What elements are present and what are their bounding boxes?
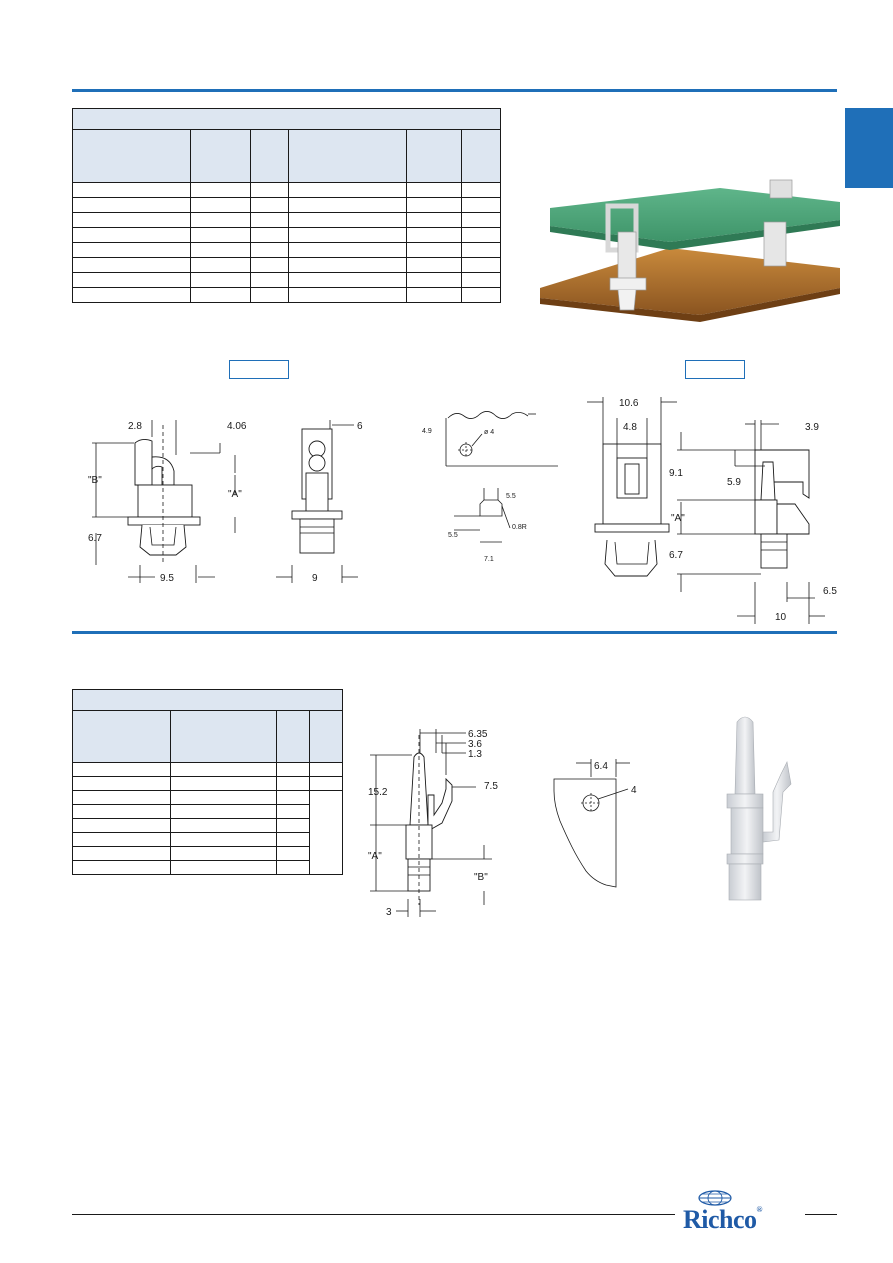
dim-label: 3.9 [805,422,819,433]
brand-reg-mark: ® [756,1205,763,1214]
side-tab-marker [845,108,893,188]
dim-label: 9 [312,573,318,584]
dim-label: 7.1 [484,556,494,563]
section2-top-rule [72,631,837,634]
drawing-label-box-left [229,360,289,379]
footer-rule-left [72,1214,675,1215]
dim-label: 6 [357,421,363,432]
section1-top-rule [72,89,837,92]
section1-spec-table [72,108,501,303]
table-row [72,762,343,777]
dim-label: "A" [671,513,685,524]
dim-label: 6.4 [594,761,608,772]
drawing-b-technical: 10.6 4.8 3.9 9.1 5.9 "A" 6.7 6.5 10 [587,397,837,624]
table-row [72,818,343,833]
drawing-c-technical: 6.35 3.6 1.3 7.5 15.2 "A" "B" 3 [368,729,498,918]
brand-name: Richco [683,1205,757,1234]
dim-label: ø 4 [484,429,494,436]
globe-icon [698,1190,732,1206]
dim-label: 2.8 [128,421,142,432]
dim-label: 6.7 [669,550,683,561]
table-row [72,804,343,819]
dim-label: 1.3 [468,749,482,760]
dim-label: 5.5 [448,532,458,539]
dim-label: 6.35 [468,729,488,740]
dim-label: 9.1 [669,468,683,479]
dim-label: 6.7 [88,533,102,544]
pcb-support-photo [540,179,840,322]
dim-label: 5.9 [727,477,741,488]
table-row [72,776,343,791]
dim-label: 10 [775,612,787,623]
dim-label: "B" [474,872,488,883]
dim-label: 6.5 [823,586,837,597]
table-row [72,846,343,861]
dim-label: 4.8 [623,422,637,433]
table-row [72,832,343,847]
table-row [72,860,343,875]
dim-label: 10.6 [619,398,639,409]
dim-label: 0.8R [512,524,527,531]
table-row [72,242,501,258]
dim-label: 4.06 [227,421,247,432]
dim-label: 3 [386,907,392,918]
dim-label: 7.5 [484,781,498,792]
table-row [72,257,501,273]
table-row [72,287,501,303]
brand-logo: Richco® [683,1205,763,1235]
panel-hole-drawing: 6.4 4 [553,759,637,888]
table-row [72,272,501,288]
footer-rule-right [805,1214,837,1215]
table-row [72,197,501,213]
dim-label: "B" [88,475,102,486]
dim-label: "A" [368,851,382,862]
dim-label: 9.5 [160,573,174,584]
table-row [72,182,501,198]
drawing-a-technical: 2.8 4.06 "B" "A" 6.7 9.5 6 9 [88,420,363,584]
dim-label: "A" [228,489,242,500]
dim-label: 5.5 [506,493,516,500]
panel-cutout-drawing: 4.9 ø 4 5.5 0.8R 5.5 7.1 [422,411,558,563]
section2-spec-table [72,689,343,875]
table-row [72,227,501,243]
snap-post-photo [726,716,792,901]
dim-label: 3.6 [468,739,482,750]
table-row [72,790,343,875]
drawing-label-box-right [685,360,745,379]
dim-label: 4 [631,785,637,796]
dim-label: 15.2 [368,787,388,798]
dim-label: 4.9 [422,428,432,435]
table-row [72,212,501,228]
